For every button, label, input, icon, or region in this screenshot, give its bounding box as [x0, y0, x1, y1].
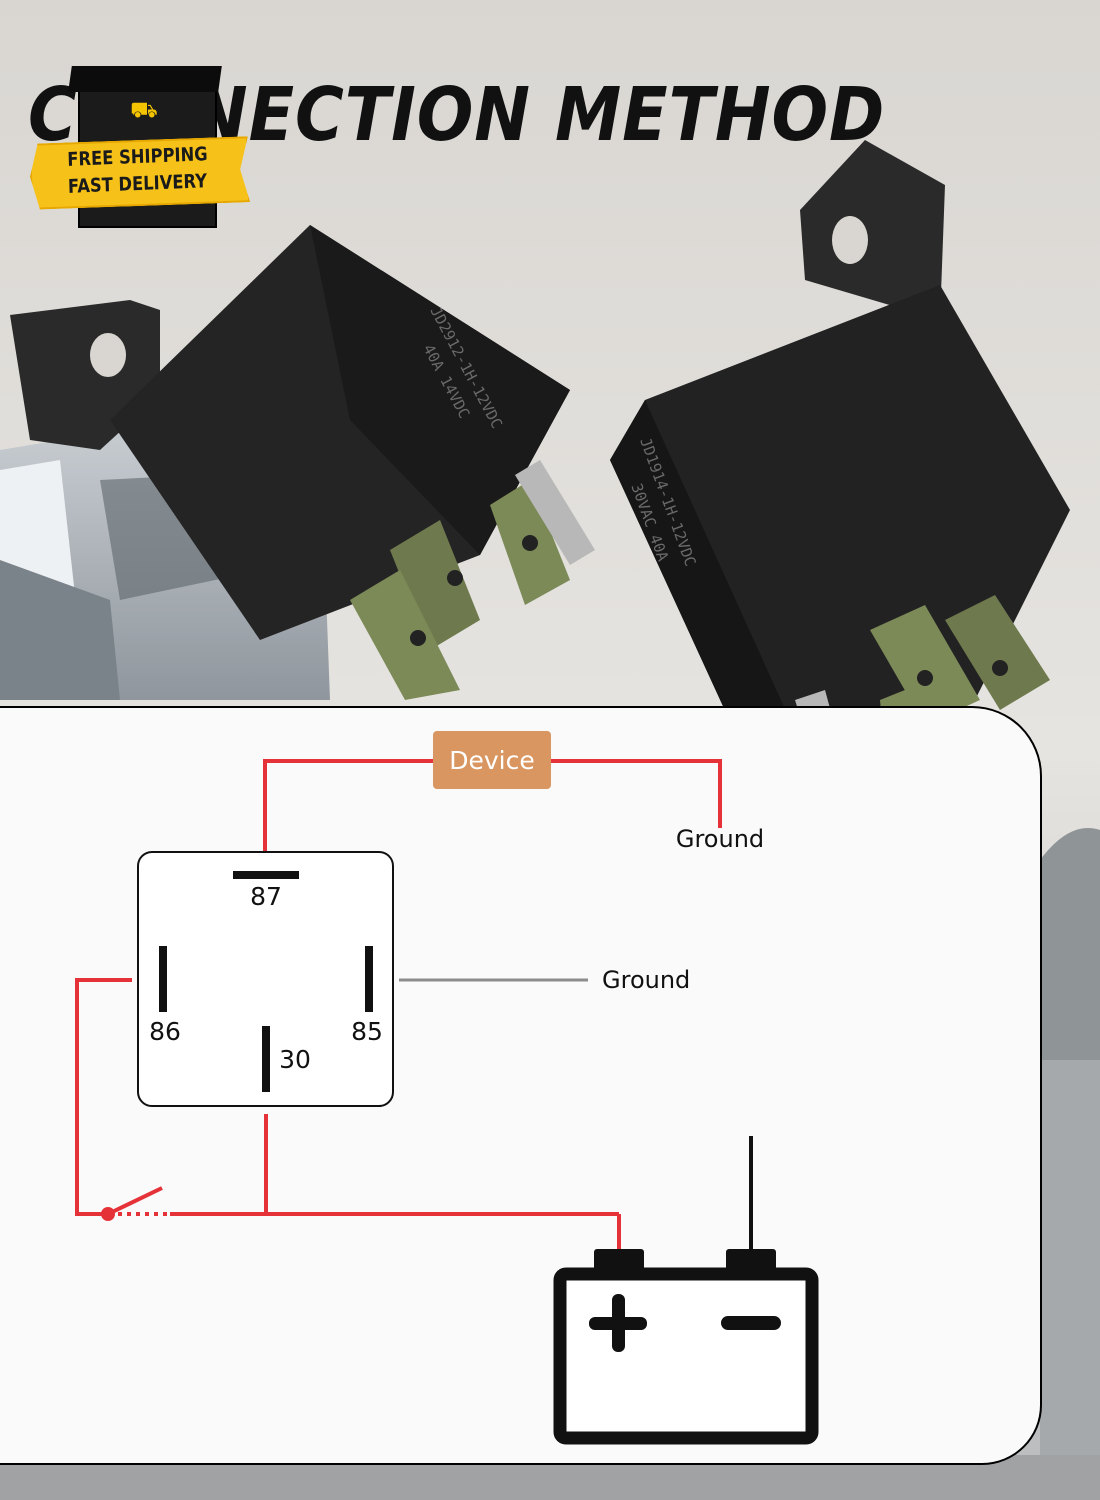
road: [1040, 1060, 1100, 1500]
tree-line: [1040, 828, 1100, 1060]
pin-30-blade: [262, 1026, 270, 1092]
wire-device-to-ground: [550, 759, 722, 828]
truck-icon: ⛟: [130, 98, 158, 123]
mounting-hole: [90, 333, 126, 377]
pin-86-blade: [159, 946, 167, 1012]
relay-symbol: [137, 851, 394, 1107]
battery-body: [553, 1267, 819, 1445]
relay-side-face: [610, 400, 790, 765]
ground-label-right: Ground: [602, 966, 690, 994]
ground-label-top: Ground: [676, 825, 764, 853]
relay-right: JD1914-1H-12VDC 30VAC 40A: [610, 140, 1070, 810]
relay-top-face: [310, 225, 570, 555]
battery-minus-icon: [721, 1316, 781, 1330]
battery-negative-terminal: [726, 1249, 776, 1271]
relay-left: JD2912-1H-12VDC 40A 14VDC: [10, 225, 595, 700]
pin-87-blade: [233, 871, 299, 879]
left-terminals: [350, 460, 595, 700]
pin-30-label: 30: [279, 1045, 311, 1074]
device-label: Device: [449, 746, 535, 775]
mounting-bracket: [800, 140, 945, 320]
wire-87-to-device: [263, 759, 435, 852]
switch-lever: [107, 1186, 163, 1216]
battery-positive-terminal: [594, 1249, 644, 1271]
mounting-hole: [832, 216, 868, 264]
free-shipping-badge: ⛟ FREE SHIPPING FAST DELIVERY: [30, 66, 245, 228]
pin-87-label: 87: [250, 882, 282, 911]
pin-85-label: 85: [351, 1017, 383, 1046]
pin-85-blade: [365, 946, 373, 1012]
wire-86-to-switch: [75, 978, 132, 1216]
device-box: [433, 731, 551, 789]
battery-plus-icon: [589, 1294, 647, 1352]
pin-86-label: 86: [149, 1017, 181, 1046]
